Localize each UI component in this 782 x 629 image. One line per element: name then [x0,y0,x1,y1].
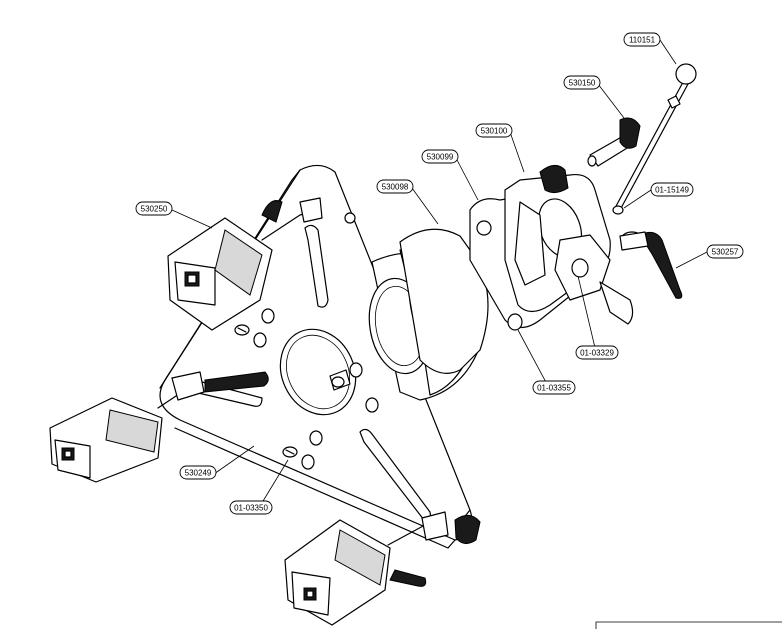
svg-text:530099: 530099 [427,153,454,162]
part-label: 530250 [135,201,173,216]
part-label: 01-15149 [650,182,694,197]
svg-text:530250: 530250 [141,205,168,214]
svg-text:01-03355: 01-03355 [537,384,571,393]
svg-text:01-03329: 01-03329 [580,349,614,358]
part-label: 01-03355 [532,380,576,395]
svg-text:530098: 530098 [382,183,409,192]
right-clamp-assembly [539,165,683,325]
svg-text:530249: 530249 [185,469,212,478]
bracket-plates [469,173,611,331]
part-labels: 110151 530150 530100 530099 530098 01-15… [135,32,744,515]
locking-pin [587,117,641,167]
leader-lines [171,39,708,507]
part-label: 530099 [421,149,459,164]
svg-text:01-15149: 01-15149 [655,186,689,195]
triangle-plate [159,164,473,549]
left-clamp [49,371,269,483]
part-label: 530249 [179,465,217,480]
svg-text:530150: 530150 [569,79,596,88]
svg-text:01-03350: 01-03350 [234,504,268,513]
svg-text:530257: 530257 [712,248,739,257]
safety-cable [612,63,697,215]
center-hub [368,228,489,401]
svg-text:110151: 110151 [629,36,656,45]
part-label: 530150 [563,75,601,90]
bottom-clamp [284,511,481,626]
part-label: 01-03350 [229,500,273,515]
part-label: 530100 [475,123,513,138]
title-block-border [595,621,782,629]
part-label: 530257 [706,244,744,259]
upper-left-clamp [167,197,323,331]
svg-text:530100: 530100 [481,127,508,136]
part-label: 530098 [376,179,414,194]
part-label: 01-03329 [575,345,619,360]
part-label: 110151 [623,32,661,47]
